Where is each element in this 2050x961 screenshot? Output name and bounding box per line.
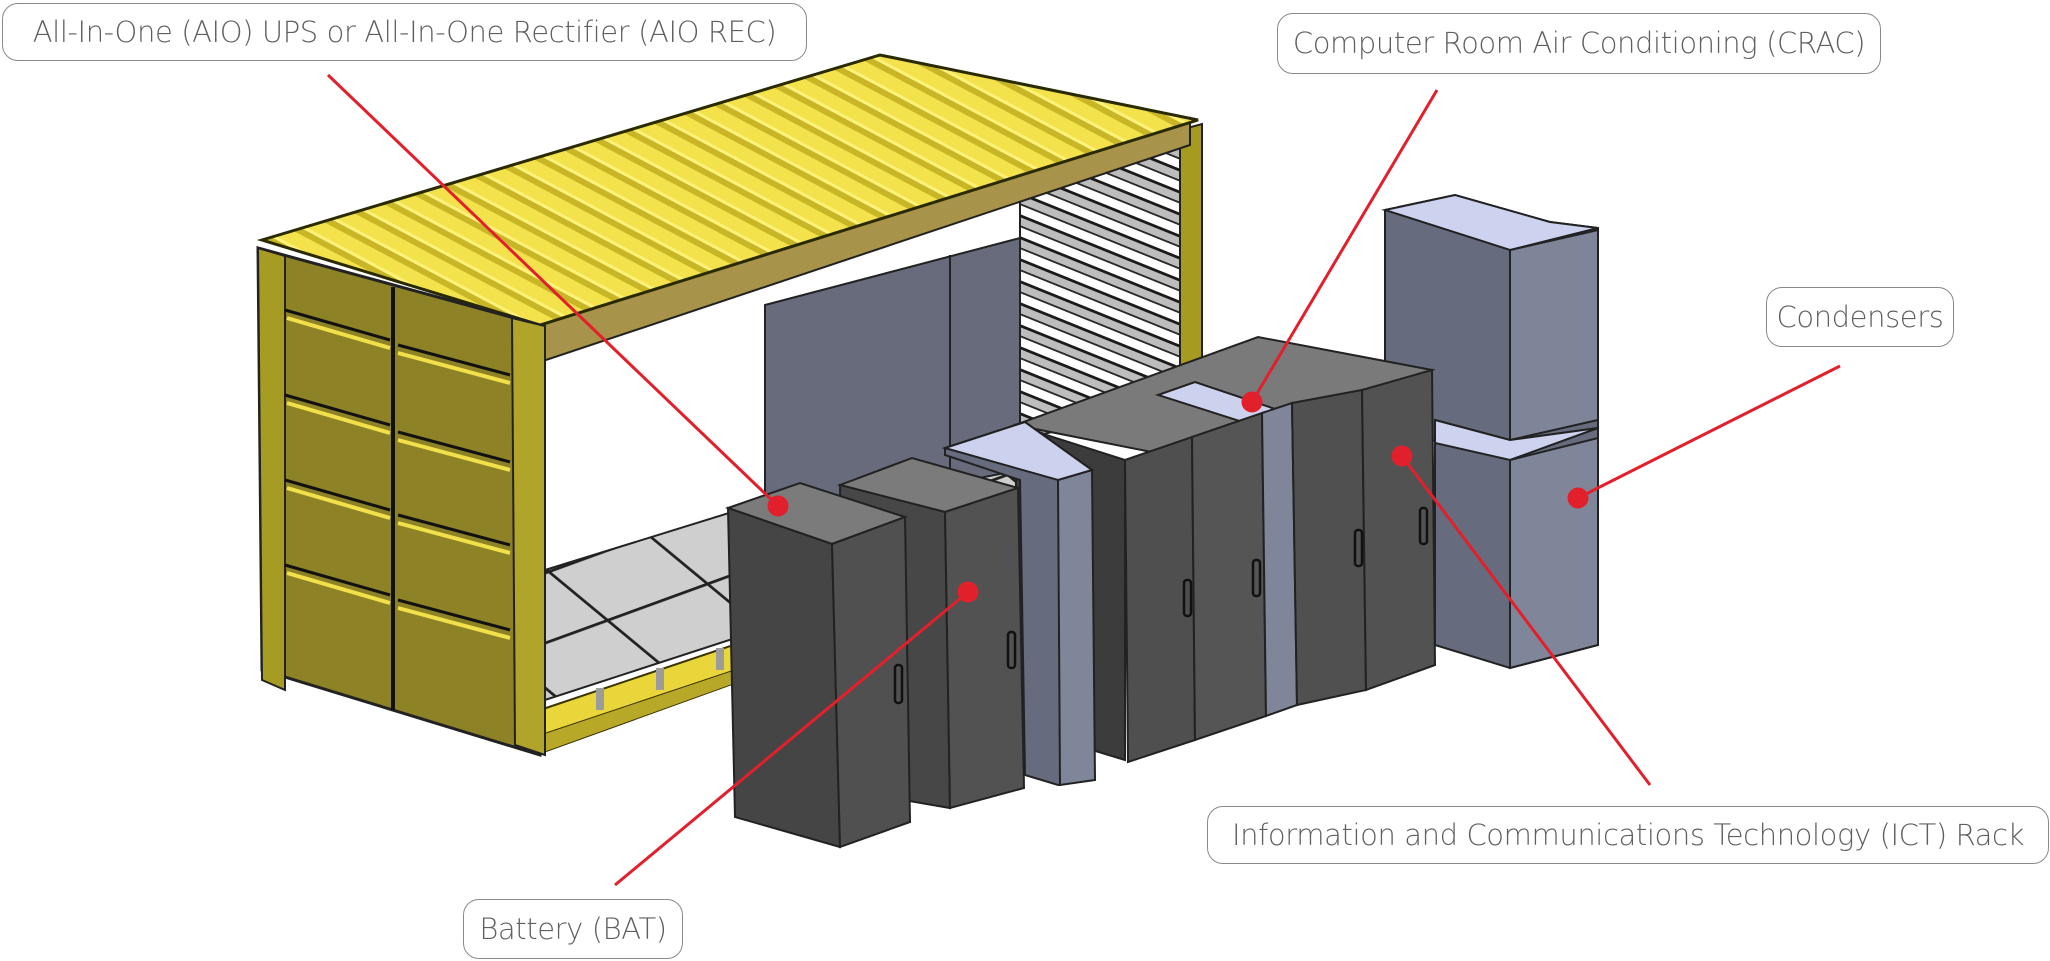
leader-ict (1400, 455, 1652, 786)
callout-condensers: Condensers (1766, 287, 1954, 347)
leader-bat (614, 590, 969, 887)
floor-pedestal (596, 688, 604, 710)
container-roof (256, 53, 1199, 327)
callout-battery-label: Battery (BAT) (479, 911, 667, 946)
leader-lines (326, 73, 1841, 887)
floor-pedestal (656, 668, 664, 690)
callout-aio-label: All-In-One (AIO) UPS or All-In-One Recti… (32, 14, 777, 49)
crac-side-panel (941, 420, 1097, 787)
leader-condensers (1577, 364, 1841, 500)
door-highlight-ribs (286, 316, 511, 640)
aio-cabinet (724, 481, 912, 849)
callout-battery: Battery (BAT) (463, 899, 683, 959)
floor-pedestal (716, 648, 724, 670)
condenser-upper-right-face (1509, 228, 1599, 442)
marker-aio (767, 495, 789, 517)
marker-condensers (1567, 487, 1589, 509)
marker-crac (1241, 391, 1263, 413)
callout-ict-label: Information and Communications Technolog… (1231, 817, 2024, 852)
door-corner-post-left (256, 246, 286, 692)
marker-ict (1391, 445, 1413, 467)
ict-rack-4 (1360, 368, 1437, 692)
callout-crac-label: Computer Room Air Conditioning (CRAC) (1292, 26, 1866, 60)
condenser-lower-top (1434, 418, 1599, 462)
rack-handles (1182, 506, 1429, 618)
callout-condensers-label: Condensers (1776, 299, 1944, 334)
marker-bat (957, 581, 979, 603)
battery-handle (1006, 630, 1017, 670)
callout-ict-rack: Information and Communications Technolog… (1207, 806, 2049, 864)
callout-crac: Computer Room Air Conditioning (CRAC) (1277, 13, 1881, 74)
door-ribs (284, 308, 511, 632)
door-corner-post-right (510, 316, 546, 757)
aio-handle (893, 663, 904, 705)
leader-aio (326, 73, 780, 508)
callout-aio-ups-rectifier: All-In-One (AIO) UPS or All-In-One Recti… (2, 3, 807, 61)
condensers (1381, 193, 1599, 670)
crac-unit (1260, 401, 1299, 718)
leader-crac (1250, 89, 1439, 403)
ict-rack-2 (1190, 411, 1268, 742)
condenser-lower-right-face (1509, 436, 1599, 670)
condenser-upper-top (1381, 193, 1599, 252)
container-doors (256, 246, 542, 758)
